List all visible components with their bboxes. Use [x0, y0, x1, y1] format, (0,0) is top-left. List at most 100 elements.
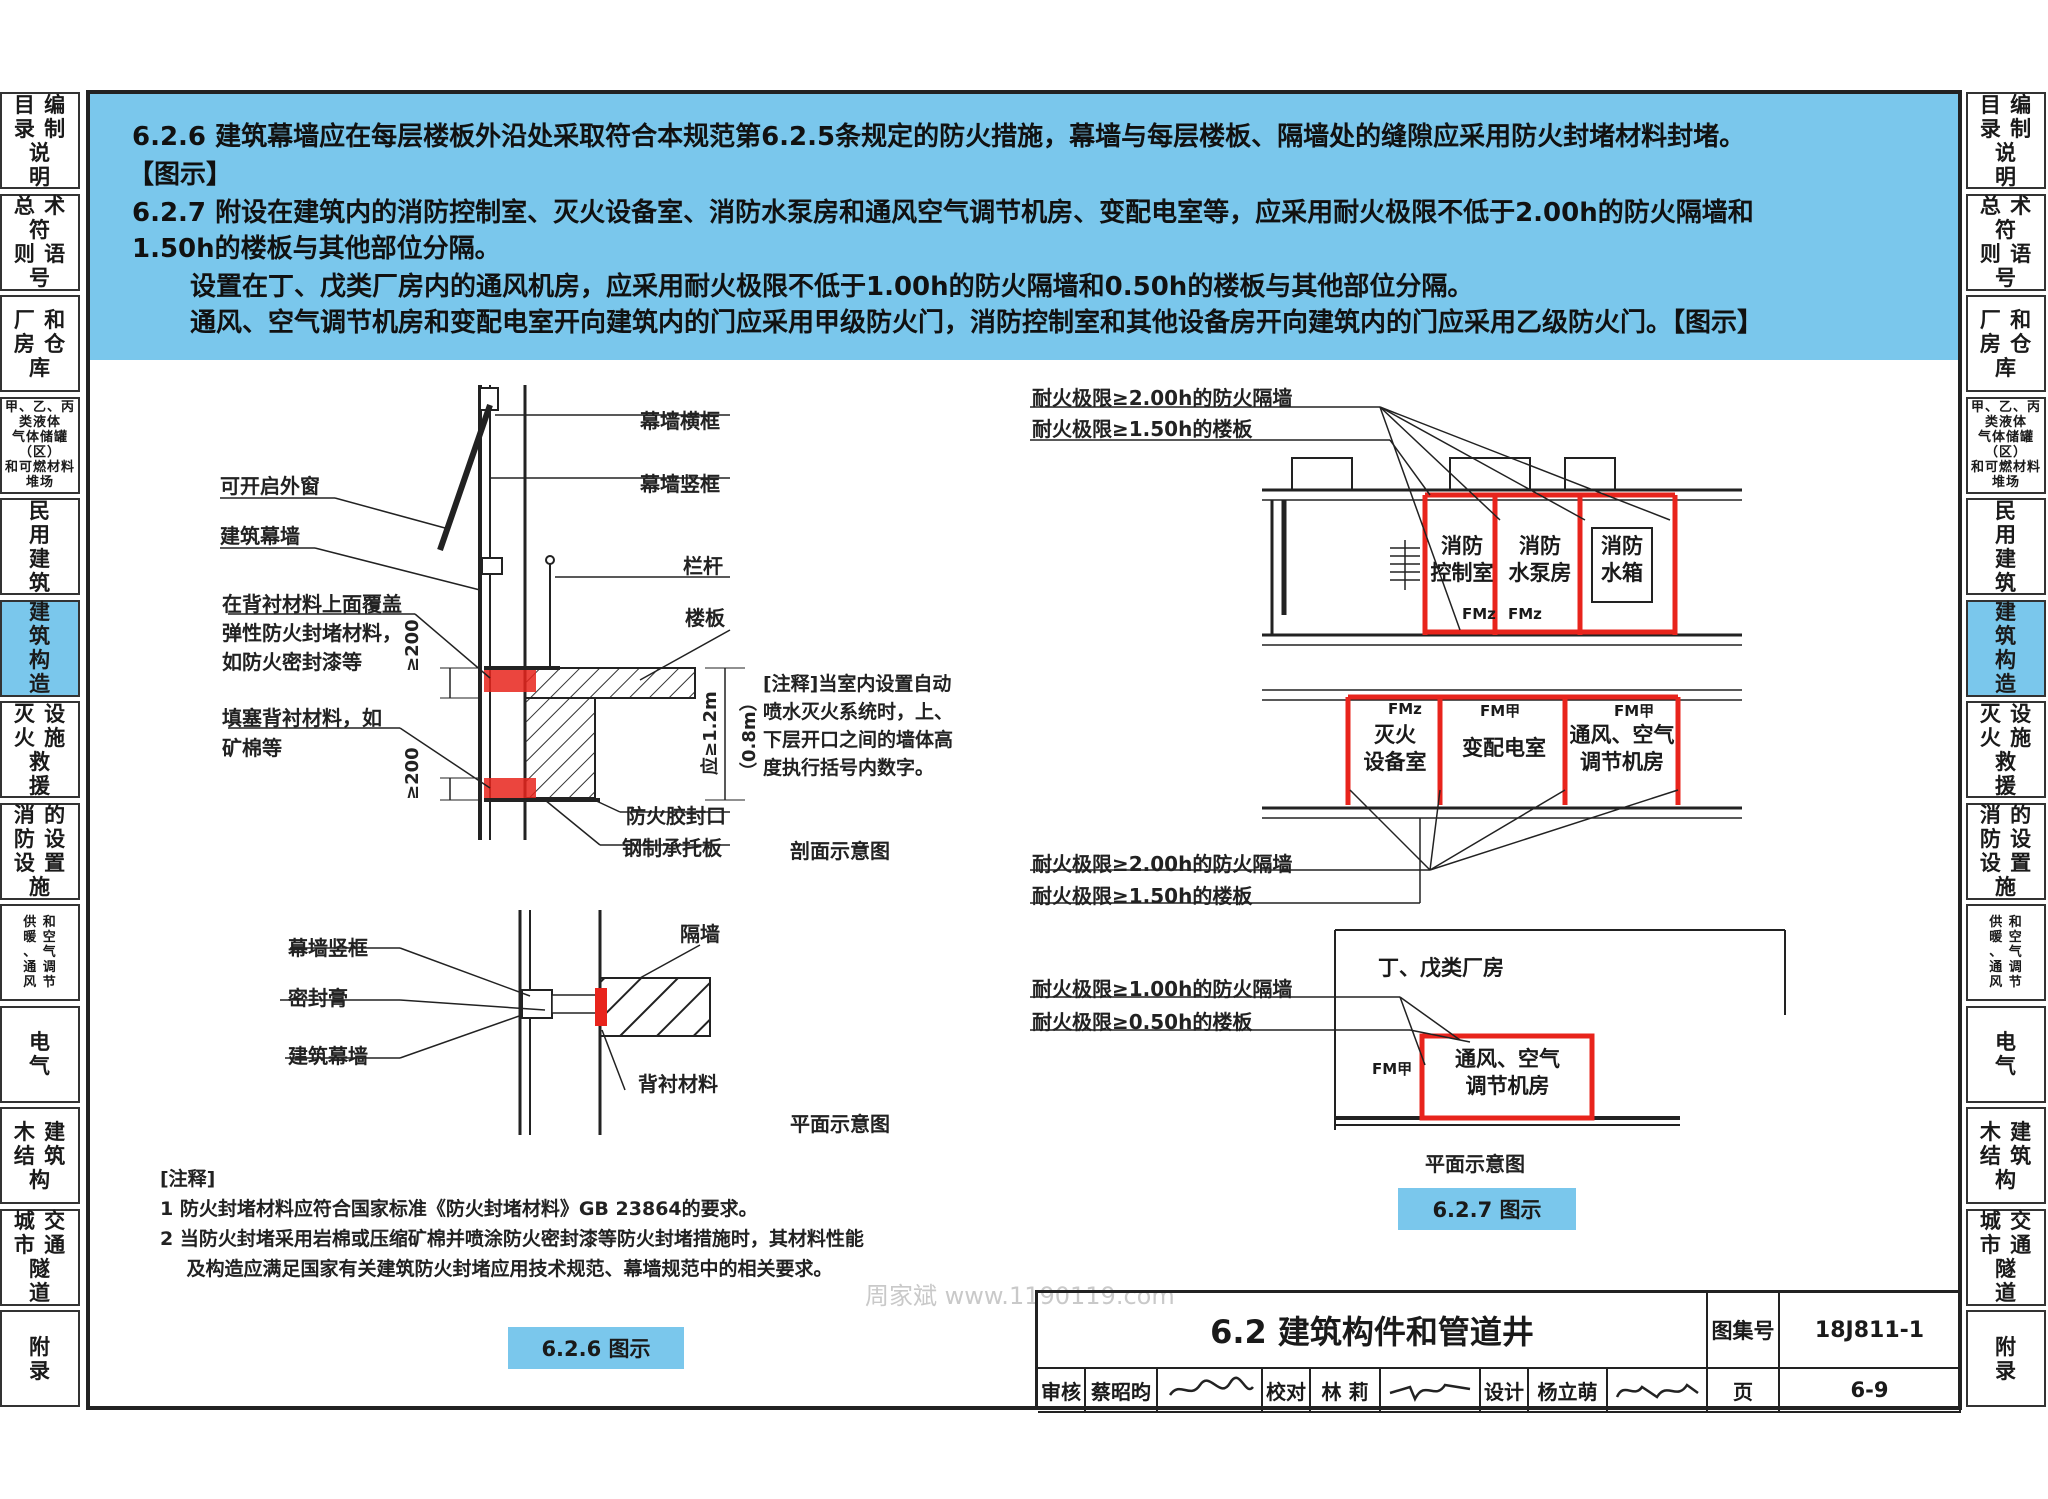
checker-signature [1381, 1369, 1481, 1413]
room-fire-pump: 消防 水泵房 [1508, 534, 1572, 585]
room-fire-control: 消防 控制室 [1430, 534, 1494, 585]
side-tab[interactable]: 电 气 [1966, 1005, 2046, 1103]
atlas-label: 图集号 [1708, 1293, 1780, 1369]
side-tab[interactable]: 供 和 暖 空 、 气 通 调 风 节 [1966, 904, 2046, 1001]
side-tab[interactable]: 灭 设 火 施 救 援 [0, 701, 80, 798]
section-note-line: 下层开口之间的墙体高 [763, 729, 954, 751]
plan-1-view [1030, 406, 1742, 904]
side-tab[interactable]: 厂 和 房 仓 库 [1966, 295, 2046, 392]
plan-label-curtain: 建筑幕墙 [288, 1044, 368, 1068]
plan2-label-wall: 耐火极限≥1.00h的防火隔墙 [1032, 977, 1293, 1001]
side-tab[interactable]: 甲、乙、丙类液体 气体储罐（区） 和可燃材料堆场 [0, 396, 80, 494]
side-tab[interactable]: 建 筑 构 造 [1966, 599, 2046, 697]
section-view [220, 385, 745, 846]
curtain-plan-view [280, 910, 711, 1135]
label-railing: 栏杆 [683, 554, 723, 578]
plan-label-mullion: 幕墙竖框 [288, 936, 368, 960]
section-note-line: [注释]当室内设置自动 [763, 673, 952, 695]
side-tab[interactable]: 城 交 市 通 隧 道 [0, 1208, 80, 1306]
door-fmz-3: FMz [1388, 700, 1422, 718]
door-fmz-1: FMz [1462, 605, 1496, 623]
side-tab[interactable]: 消 的 防 设 设 置 施 [1966, 802, 2046, 900]
drawing-title: 6.2 建筑构件和管道井 [1038, 1293, 1708, 1369]
plan-label-wall: 隔墙 [680, 922, 720, 946]
label-bracket: 钢制承托板 [622, 836, 722, 860]
clause-6-2-7: 6.2.7 附设在建筑内的消防控制室、灭火设备室、消防水泵房和通风空气调节机房、… [132, 198, 1754, 228]
side-tab[interactable]: 目 编 录 制 说 明 [0, 92, 80, 189]
header-band: 6.2.6 建筑幕墙应在每层楼板外沿处采取符合本规范第6.2.5条规定的防火措施… [90, 94, 1958, 360]
section-title: 剖面示意图 [790, 839, 890, 863]
reviewer-name: 蔡昭昀 [1086, 1369, 1158, 1413]
side-tab[interactable]: 木 建 结 筑 构 [1966, 1107, 2046, 1204]
dim-top-200: ≥200 [402, 619, 423, 672]
label-cover-2: 弹性防火封堵材料， [222, 621, 402, 645]
side-tab[interactable]: 供 和 暖 空 、 气 通 调 风 节 [0, 904, 80, 1001]
side-tab[interactable]: 建 筑 构 造 [0, 599, 80, 697]
plan2-door: FM甲 [1372, 1060, 1413, 1078]
label-curtain-wall: 建筑幕墙 [220, 524, 300, 548]
side-tab[interactable]: 厂 和 房 仓 库 [0, 295, 80, 392]
factory-label: 丁、戊类厂房 [1378, 956, 1504, 980]
note-item: 及构造应满足国家有关建筑防火封堵应用技术规范、幕墙规范中的相关要求。 [160, 1258, 833, 1280]
title-block: 6.2 建筑构件和管道井 图集号 18J811-1 审核 蔡昭昀 校对 林 莉 … [1035, 1290, 1961, 1413]
door-fm-a-1: FM甲 [1480, 702, 1521, 720]
side-tab[interactable]: 消 的 防 设 设 置 施 [0, 802, 80, 900]
clause-6-2-7-p2: 设置在丁、戊类厂房内的通风机房，应采用耐火极限不低于1.00h的防火隔墙和0.5… [190, 272, 1474, 302]
plan-label-seal: 密封膏 [288, 986, 348, 1010]
plan1-bottom-label-slab: 耐火极限≥1.50h的楼板 [1032, 884, 1253, 908]
plan-title: 平面示意图 [790, 1112, 890, 1136]
note-item: 2 当防火封堵采用岩棉或压缩矿棉并喷涂防火密封漆等防火封堵措施时，其材料性能 [160, 1228, 864, 1250]
door-fmz-2: FMz [1508, 605, 1542, 623]
figure-ref-1: 【图示】 [128, 160, 233, 190]
room-substation: 变配电室 [1462, 736, 1546, 760]
reviewer-signature [1158, 1369, 1263, 1413]
signature-icon [1389, 1383, 1471, 1402]
dim-bottom-200: ≥200 [402, 747, 423, 800]
label-cover-3: 如防火密封漆等 [222, 650, 362, 674]
side-tab[interactable]: 民 用 建 筑 [1966, 498, 2046, 595]
section-note-line: 度执行括号内数字。 [763, 757, 935, 779]
plan-2-view [1030, 929, 1786, 1130]
room-hvac-2: 通风、空气 调节机房 [1455, 1047, 1560, 1098]
plan-label-backing: 背衬材料 [638, 1072, 718, 1096]
label-cover-1: 在背衬材料上面覆盖 [222, 592, 402, 616]
clause-6-2-7-cont: 1.50h的楼板与其他部位分隔。 [132, 234, 501, 264]
side-tab[interactable]: 总 术 符 则 语 号 [0, 193, 80, 291]
dim-height: 应≥1.2m [700, 691, 721, 775]
signature-icon [1615, 1383, 1699, 1399]
plan2-title: 平面示意图 [1425, 1152, 1525, 1176]
side-tab[interactable]: 目 编 录 制 说 明 [1966, 92, 2046, 189]
side-tab[interactable]: 民 用 建 筑 [0, 498, 80, 595]
label-fill-2: 矿棉等 [222, 736, 282, 760]
caption-6-2-6: 6.2.6 图示 [508, 1327, 684, 1369]
atlas-number: 18J811-1 [1780, 1293, 1961, 1369]
side-tab[interactable]: 附 录 [1966, 1310, 2046, 1407]
plan1-top-label-slab: 耐火极限≥1.50h的楼板 [1032, 417, 1253, 441]
side-tab[interactable]: 城 交 市 通 隧 道 [1966, 1208, 2046, 1306]
page-number: 6-9 [1780, 1369, 1961, 1413]
side-tab[interactable]: 电 气 [0, 1005, 80, 1103]
side-tab[interactable]: 甲、乙、丙类液体 气体储罐（区） 和可燃材料堆场 [1966, 396, 2046, 494]
room-extinguish-equip: 灭火 设备室 [1363, 723, 1427, 774]
note-item: 1 防火封堵材料应符合国家标准《防火封堵材料》GB 23864的要求。 [160, 1198, 758, 1220]
label-sealant: 防火胶封口 [626, 804, 726, 828]
label-mullion-horizontal: 幕墙横框 [640, 409, 720, 433]
designer-signature [1608, 1369, 1708, 1413]
side-tab[interactable]: 附 录 [0, 1310, 80, 1407]
plan2-label-slab: 耐火极限≥0.50h的楼板 [1032, 1010, 1253, 1034]
label-slab: 楼板 [685, 606, 725, 630]
designer-name: 杨立萌 [1529, 1369, 1608, 1413]
caption-6-2-7: 6.2.7 图示 [1398, 1188, 1576, 1230]
label-fill-1: 填塞背衬材料，如 [222, 706, 382, 730]
side-tab[interactable]: 木 建 结 筑 构 [0, 1107, 80, 1204]
clause-6-2-7-p3: 通风、空气调节机房和变配电室开向建筑内的门应采用甲级防火门，消防控制室和其他设备… [190, 308, 1764, 338]
plan1-top-label-wall: 耐火极限≥2.00h的防火隔墙 [1032, 386, 1293, 410]
side-tab[interactable]: 灭 设 火 施 救 援 [1966, 701, 2046, 798]
side-tab[interactable]: 总 术 符 则 语 号 [1966, 193, 2046, 291]
watermark: 周家斌 www.1190119.com [865, 1282, 1175, 1310]
room-hvac-1: 通风、空气 调节机房 [1569, 723, 1675, 774]
plan1-bottom-label-wall: 耐火极限≥2.00h的防火隔墙 [1032, 852, 1293, 876]
page-frame [86, 90, 1962, 1410]
page-label: 页 [1708, 1369, 1780, 1413]
